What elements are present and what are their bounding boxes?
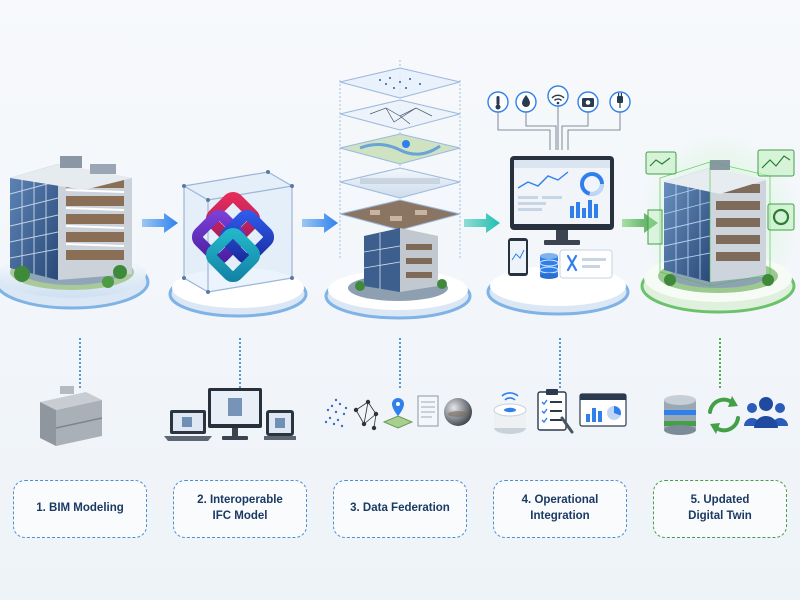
step5-connector	[719, 338, 721, 388]
document-icon	[417, 395, 439, 427]
arrow-right-icon	[142, 213, 178, 233]
database-icon	[664, 395, 696, 435]
step-ifc-model: 2. Interoperable IFC Model	[160, 0, 320, 600]
analytics-icon	[579, 393, 627, 427]
step-updated-digital-twin: 5. Updated Digital Twin	[640, 0, 800, 600]
sphere-icon	[444, 398, 472, 426]
step3-sub-icon-area	[320, 380, 480, 450]
step-operational-integration: 4. Operational Integration	[480, 0, 640, 600]
step-bim-modeling: 1. BIM Modeling	[0, 0, 160, 600]
step3-label: 3. Data Federation	[333, 480, 467, 538]
layer-stack-icon	[324, 60, 472, 320]
arrow-1-to-2	[140, 212, 180, 234]
step5-sub-icon-area	[640, 380, 800, 450]
sensor-icon	[493, 392, 527, 434]
sync-icon	[708, 396, 740, 434]
step2-label: 2. Interoperable IFC Model	[173, 480, 307, 538]
wifi-icon	[547, 85, 569, 107]
devices-icon	[164, 388, 296, 441]
twin-icons	[664, 395, 788, 435]
arrow-3-to-4	[462, 212, 502, 234]
step3-connector	[399, 338, 401, 388]
network-icon	[353, 399, 379, 431]
step4-label: 4. Operational Integration	[493, 480, 627, 538]
point-cloud-icon	[324, 398, 348, 428]
map-pin-icon	[382, 398, 414, 429]
sensor-row	[487, 85, 631, 150]
users-icon	[744, 397, 788, 428]
step4-connector	[559, 338, 561, 388]
step1-connector	[79, 338, 81, 388]
operations-icons	[493, 389, 627, 434]
building-icon	[0, 156, 150, 310]
arrow-2-to-3	[300, 212, 340, 234]
step5-label: 5. Updated Digital Twin	[653, 480, 787, 538]
step2-connector	[239, 338, 241, 388]
step-data-federation: 3. Data Federation	[320, 0, 480, 600]
database-icon	[539, 253, 559, 279]
block-icon	[40, 386, 103, 446]
checklist-icon	[537, 389, 574, 434]
arrow-right-icon	[464, 213, 500, 233]
federation-icons	[324, 395, 472, 431]
step2-sub-icon-area	[160, 380, 320, 450]
step4-sub-icon-area	[480, 380, 640, 450]
arrow-right-icon	[302, 213, 338, 233]
step1-sub-icon-area	[0, 380, 160, 450]
step1-label: 1. BIM Modeling	[13, 480, 147, 538]
dashboard-icon	[486, 85, 631, 316]
twin-data-panels	[645, 149, 795, 245]
digital-twin-building-icon	[640, 130, 800, 314]
ifc-logo-icon	[168, 170, 308, 318]
